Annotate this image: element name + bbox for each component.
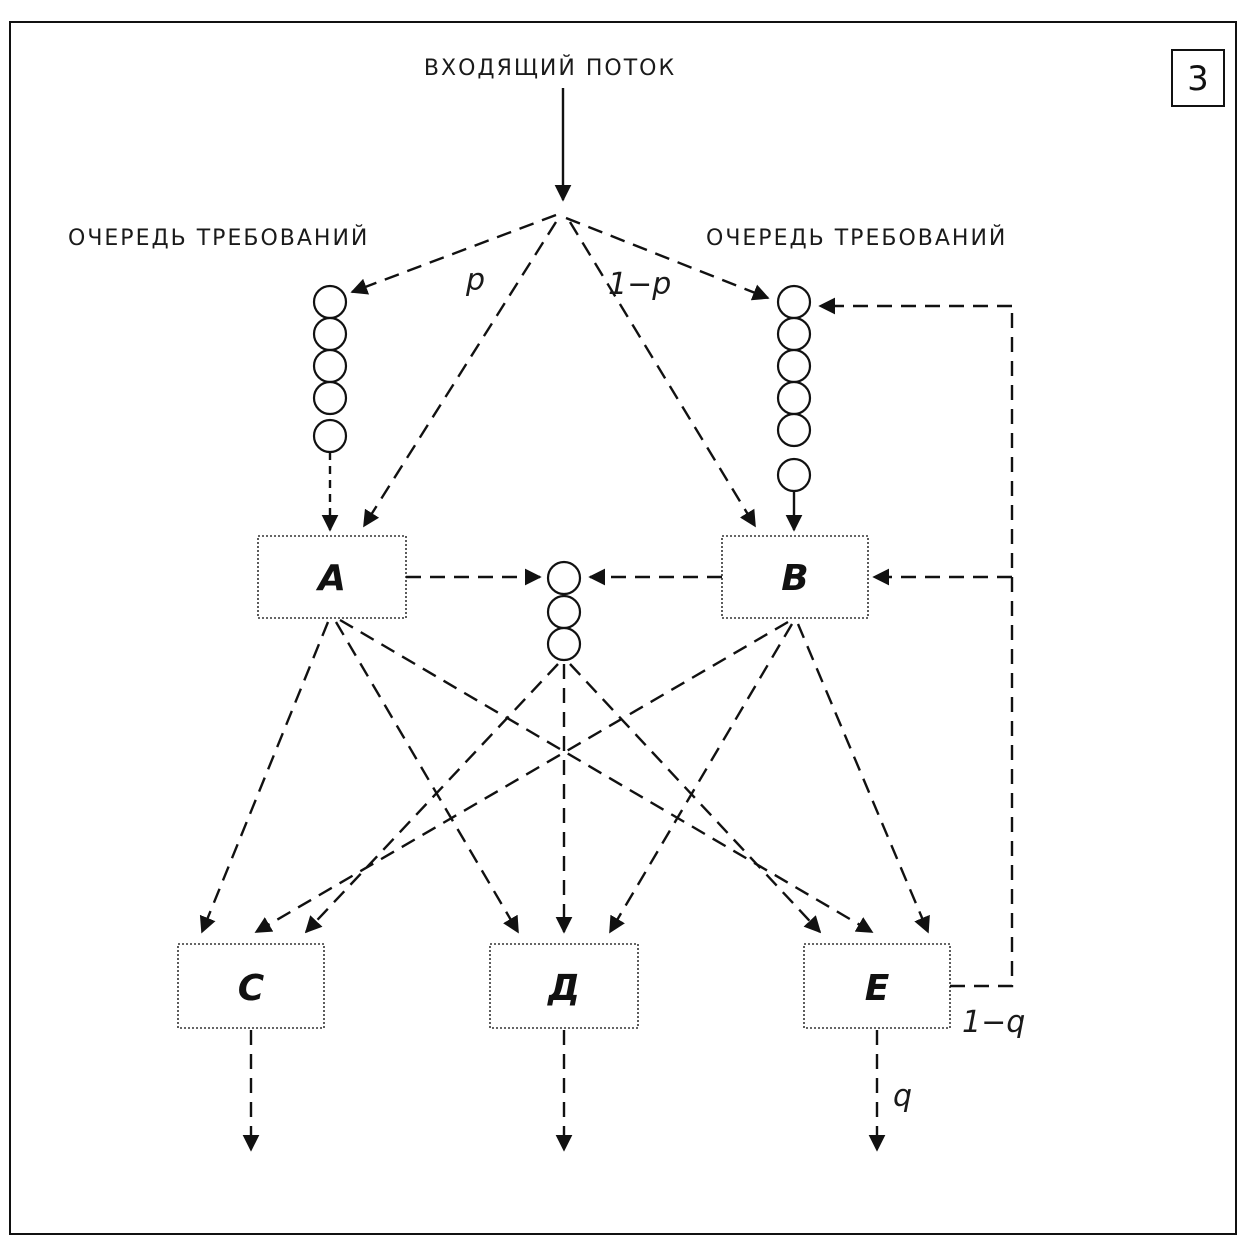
node-a: A	[257, 535, 407, 619]
left-queue	[312, 284, 348, 532]
edge-split-to-right-queue	[565, 216, 770, 301]
prob-one-minus-q: 1−q	[962, 1005, 1025, 1040]
queue-item	[776, 457, 812, 493]
queue-item	[776, 380, 812, 416]
figure-number-badge: 3	[1171, 49, 1225, 107]
queue-item	[546, 560, 582, 596]
edge-b-to-c	[254, 620, 789, 934]
feedback-vertical	[950, 306, 1014, 988]
queue-item	[776, 412, 812, 448]
middle-queue	[546, 560, 582, 662]
feedback-loop	[818, 297, 1014, 988]
node-d: Д	[489, 943, 639, 1029]
splitter-edges	[350, 213, 770, 528]
prob-one-minus-p: 1−p	[608, 267, 671, 302]
queue-item	[312, 348, 348, 384]
node-e: E	[803, 943, 951, 1029]
queue-item	[546, 626, 582, 662]
figure-number: 3	[1187, 59, 1209, 99]
queue-item	[312, 284, 348, 320]
edge-split-to-left-queue	[350, 213, 557, 295]
queue-left-label: ОЧЕРЕДЬ ТРЕБОВАНИЙ	[68, 225, 369, 251]
edge-split-to-a	[362, 221, 558, 528]
right-queue	[776, 284, 812, 532]
incoming-flow-label: ВХОДЯЩИЙ ПОТОК	[424, 55, 676, 81]
edge-a-to-d	[334, 621, 520, 934]
node-c: C	[177, 943, 325, 1029]
routing-edges	[199, 618, 930, 934]
node-b-label: B	[781, 558, 808, 599]
exit-edges	[242, 1030, 886, 1152]
edge-b-to-e	[796, 623, 930, 934]
queue-item	[776, 348, 812, 384]
node-d-label: Д	[547, 968, 580, 1009]
queue-item	[312, 316, 348, 352]
edge-split-to-b	[568, 221, 757, 528]
edge-a-to-e	[339, 618, 874, 934]
edge-a-to-c	[199, 621, 330, 934]
figure-frame	[9, 21, 1237, 1235]
edge-b-to-d	[608, 623, 794, 934]
queue-item	[776, 284, 812, 320]
node-e-label: E	[865, 968, 890, 1009]
prob-q: q	[893, 1079, 912, 1114]
queue-item	[312, 418, 348, 454]
queue-right-label: ОЧЕРЕДЬ ТРЕБОВАНИЙ	[706, 225, 1007, 251]
edge-mid-to-e	[569, 663, 822, 934]
node-c-label: C	[238, 968, 265, 1009]
queue-item	[776, 316, 812, 352]
node-a-label: A	[315, 558, 346, 599]
queue-item	[546, 594, 582, 630]
queue-item	[312, 380, 348, 416]
prob-p: p	[465, 263, 485, 298]
node-b: B	[721, 535, 869, 619]
edge-mid-to-c	[304, 663, 559, 934]
